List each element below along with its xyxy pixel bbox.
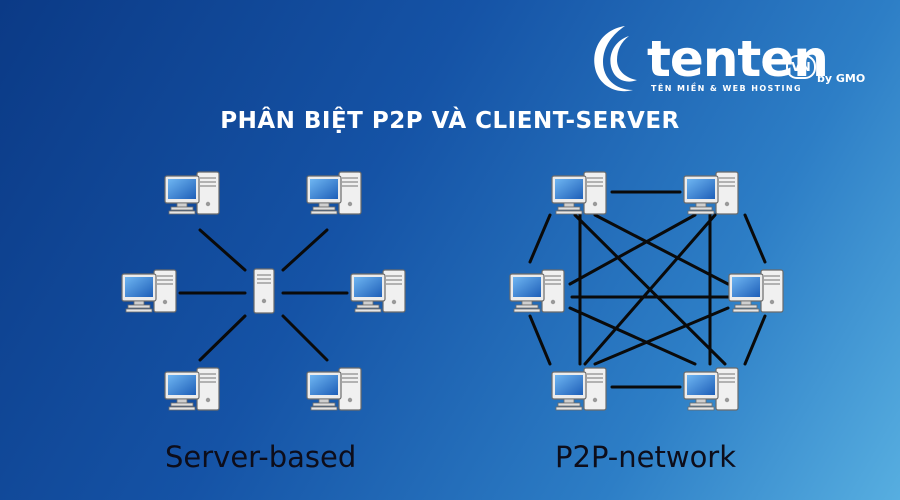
peer-computer-top-left — [551, 171, 607, 215]
peer-computer-bottom-left — [551, 367, 607, 411]
logo-tld-badge: VN — [786, 55, 816, 79]
client-computer-bottom-right — [306, 367, 362, 411]
client-computer-bottom-left — [164, 367, 220, 411]
page-title: PHÂN BIỆT P2P VÀ CLIENT-SERVER — [220, 108, 680, 134]
peer-computer-bottom-right — [683, 367, 739, 411]
client-computer-right — [350, 269, 406, 313]
client-computer-top-left — [164, 171, 220, 215]
peer-computer-top-right — [683, 171, 739, 215]
peer-computer-left — [509, 269, 565, 313]
server-computer — [253, 268, 275, 314]
caption-p2p-network: P2P-network — [555, 440, 737, 474]
logo-wordmark: tenten — [647, 30, 829, 88]
server-link-bottom-right — [281, 314, 329, 362]
server-link-top-right — [281, 228, 329, 272]
client-computer-top-right — [306, 171, 362, 215]
logo-by-gmo: by GMO — [817, 72, 866, 85]
client-computer-left — [121, 269, 177, 313]
server-links — [178, 228, 349, 362]
tenten-logo: tenten VN by GMO TÊN MIỀN & WEB HOSTING — [585, 20, 885, 100]
server-link-bottom-left — [198, 314, 247, 362]
peer-links — [528, 190, 767, 389]
peer-computer-right — [728, 269, 784, 313]
caption-server-based: Server-based — [165, 440, 357, 474]
server-link-top-left — [198, 228, 247, 272]
logo-tagline: TÊN MIỀN & WEB HOSTING — [651, 84, 802, 93]
tenten-swirl-icon — [594, 26, 637, 92]
